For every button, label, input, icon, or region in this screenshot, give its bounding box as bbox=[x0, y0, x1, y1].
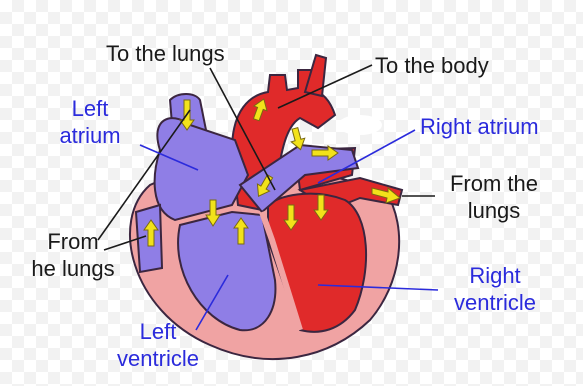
label-left-ventricle-line1: Left bbox=[98, 318, 218, 345]
label-left-atrium: Left atrium bbox=[48, 95, 132, 149]
label-to-the-body: To the body bbox=[375, 52, 489, 79]
label-left-ventricle: Left ventricle bbox=[98, 318, 218, 372]
label-from-the-lungs-left-line1: From bbox=[14, 228, 132, 255]
label-right-ventricle-line1: Right bbox=[436, 262, 554, 289]
label-from-the-lungs-left-line2: he lungs bbox=[14, 255, 132, 282]
label-left-ventricle-line2: ventricle bbox=[98, 345, 218, 372]
label-from-the-lungs-right-line1: From the bbox=[430, 170, 558, 197]
highlight-patch bbox=[338, 115, 382, 135]
label-from-the-lungs-right: From the lungs bbox=[430, 170, 558, 224]
label-to-the-lungs: To the lungs bbox=[106, 40, 225, 67]
label-left-atrium-line1: Left bbox=[48, 95, 132, 122]
label-right-ventricle: Right ventricle bbox=[436, 262, 554, 316]
label-right-atrium: Right atrium bbox=[420, 113, 539, 140]
label-right-ventricle-line2: ventricle bbox=[436, 289, 554, 316]
label-left-atrium-line2: atrium bbox=[48, 122, 132, 149]
label-from-the-lungs-right-line2: lungs bbox=[430, 197, 558, 224]
label-from-the-lungs-left: From he lungs bbox=[14, 228, 132, 282]
